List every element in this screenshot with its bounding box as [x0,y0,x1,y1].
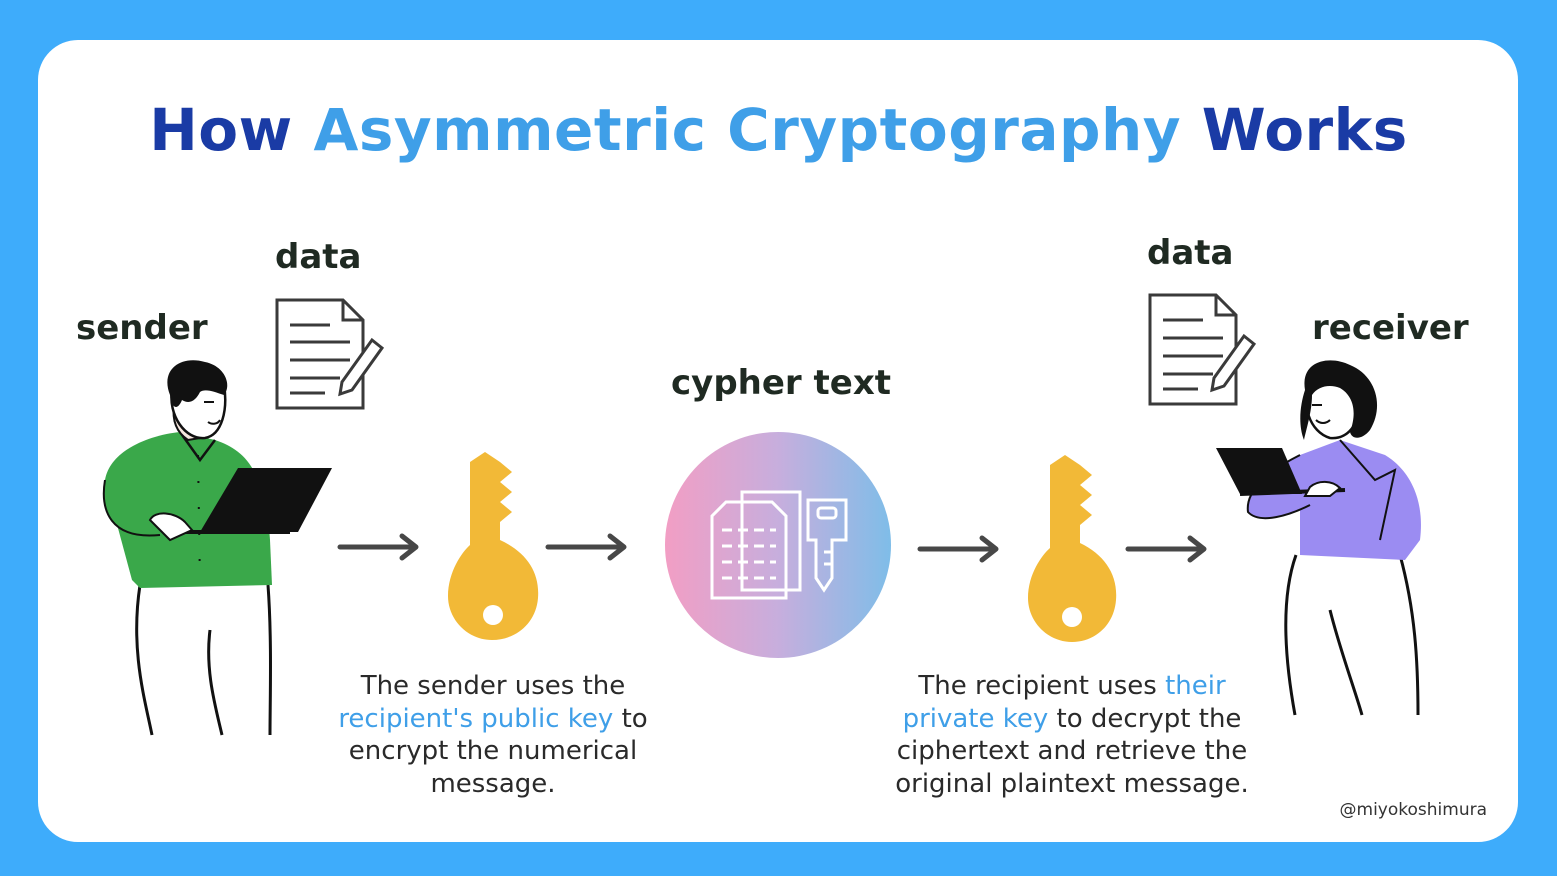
sender-description: The sender uses the recipient's public k… [320,670,666,800]
data-label-right: data [1147,233,1234,273]
document-icon-left [275,298,385,410]
receiver-desc-text-1: The recipient uses [918,671,1157,701]
receiver-person-icon [1216,360,1421,716]
sender-label: sender [76,308,208,348]
arrow-right-icon-3 [917,535,999,563]
arrow-right-icon-2 [545,533,627,561]
receiver-label: receiver [1312,308,1469,348]
document-icon-right [1148,293,1257,406]
author-credit: @miyokoshimura [1339,800,1487,820]
cypher-text-icon [665,432,891,658]
receiver-desc-highlight: their private key [902,671,1226,734]
data-label-left: data [275,237,362,277]
title-part-1: How [149,96,293,164]
sender-desc-text-2: to encrypt the numerical message. [348,703,648,799]
receiver-description: The recipient uses their private key to … [880,670,1264,800]
page-title: How Asymmetric Cryptography Works [0,96,1557,164]
private-key-icon [1028,455,1117,642]
title-part-2: Asymmetric Cryptography [313,96,1182,164]
cypher-text-label: cypher text [671,363,892,403]
arrow-right-icon-1 [337,533,419,561]
arrow-right-icon-4 [1125,535,1207,563]
sender-person-icon [102,360,332,736]
receiver-desc-text-2: to decrypt the ciphertext and retrieve t… [895,703,1249,799]
title-part-3: Works [1201,96,1408,164]
sender-desc-highlight: recipient's public key [338,703,614,734]
sender-desc-text-1: The sender uses the [360,671,626,701]
public-key-icon [448,452,539,640]
